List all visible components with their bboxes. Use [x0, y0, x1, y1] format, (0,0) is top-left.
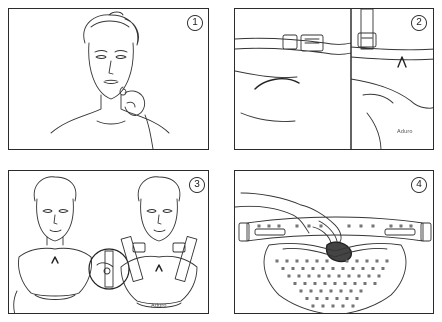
led-dot	[360, 290, 363, 293]
led-dot	[362, 267, 365, 270]
led-dot	[340, 290, 343, 293]
led-dot	[304, 282, 307, 285]
led-dot	[316, 297, 319, 300]
panel-step-4: 4	[234, 170, 434, 314]
led-dot	[356, 260, 359, 263]
brand-label: Aduro	[397, 129, 413, 135]
panel-step-1: 1	[8, 8, 209, 150]
led-dot	[332, 267, 335, 270]
led-dot	[312, 305, 315, 308]
led-dot	[348, 225, 351, 228]
led-dot	[344, 282, 347, 285]
led-dot	[322, 267, 325, 270]
led-dot	[364, 282, 367, 285]
led-dot	[324, 282, 327, 285]
led-dot	[356, 297, 359, 300]
led-dot	[320, 290, 323, 293]
led-dot	[314, 282, 317, 285]
led-dot	[348, 275, 351, 278]
led-dot	[386, 260, 389, 263]
led-dot	[338, 275, 341, 278]
led-mask-light-pads-illustration	[235, 171, 434, 314]
led-dot	[318, 275, 321, 278]
led-dot	[306, 297, 309, 300]
led-dot	[328, 275, 331, 278]
led-dot	[400, 225, 403, 228]
led-dot	[302, 267, 305, 270]
led-dot	[332, 305, 335, 308]
led-dot	[296, 225, 299, 228]
led-dot	[368, 275, 371, 278]
led-dot	[350, 290, 353, 293]
led-dot	[346, 260, 349, 263]
led-dot	[312, 267, 315, 270]
led-dot	[372, 267, 375, 270]
led-dot	[326, 297, 329, 300]
led-dot	[326, 260, 329, 263]
led-dot	[306, 260, 309, 263]
led-dot	[258, 225, 261, 228]
led-dot	[330, 290, 333, 293]
led-dot	[342, 267, 345, 270]
panel-step-3: 3 Aduro	[8, 170, 209, 314]
led-dot	[278, 225, 281, 228]
led-dot	[308, 225, 311, 228]
led-dot	[310, 290, 313, 293]
woman-applying-cream-illustration	[9, 9, 209, 150]
led-dot	[268, 225, 271, 228]
panel-step-2: 2 Aduro	[234, 8, 434, 150]
led-dot	[374, 282, 377, 285]
led-dot	[286, 260, 289, 263]
led-dot	[376, 260, 379, 263]
led-dot	[282, 267, 285, 270]
led-dot	[372, 225, 375, 228]
step-number-badge: 4	[411, 177, 427, 193]
led-dot	[334, 282, 337, 285]
led-dot	[276, 260, 279, 263]
led-dot	[410, 225, 413, 228]
led-dot	[308, 275, 311, 278]
led-dot	[390, 225, 393, 228]
led-dot	[294, 282, 297, 285]
led-dot	[346, 297, 349, 300]
led-dot	[358, 275, 361, 278]
led-dot	[366, 260, 369, 263]
led-dot	[342, 305, 345, 308]
led-dot	[336, 297, 339, 300]
led-dot	[300, 290, 303, 293]
brand-label: Aduro	[151, 303, 167, 309]
led-dot	[320, 225, 323, 228]
led-dot	[292, 267, 295, 270]
mask-placement-illustration	[9, 171, 209, 314]
led-dot	[360, 225, 363, 228]
led-dot	[298, 275, 301, 278]
step-number-badge: 1	[187, 15, 203, 31]
step-number-badge: 3	[189, 177, 205, 193]
led-dot	[316, 260, 319, 263]
led-dot	[378, 275, 381, 278]
led-dot	[382, 267, 385, 270]
led-dot	[288, 275, 291, 278]
led-dot	[352, 305, 355, 308]
led-dot	[322, 305, 325, 308]
led-dot	[296, 260, 299, 263]
step-number-badge: 2	[411, 15, 427, 31]
led-dot	[352, 267, 355, 270]
led-dot	[354, 282, 357, 285]
